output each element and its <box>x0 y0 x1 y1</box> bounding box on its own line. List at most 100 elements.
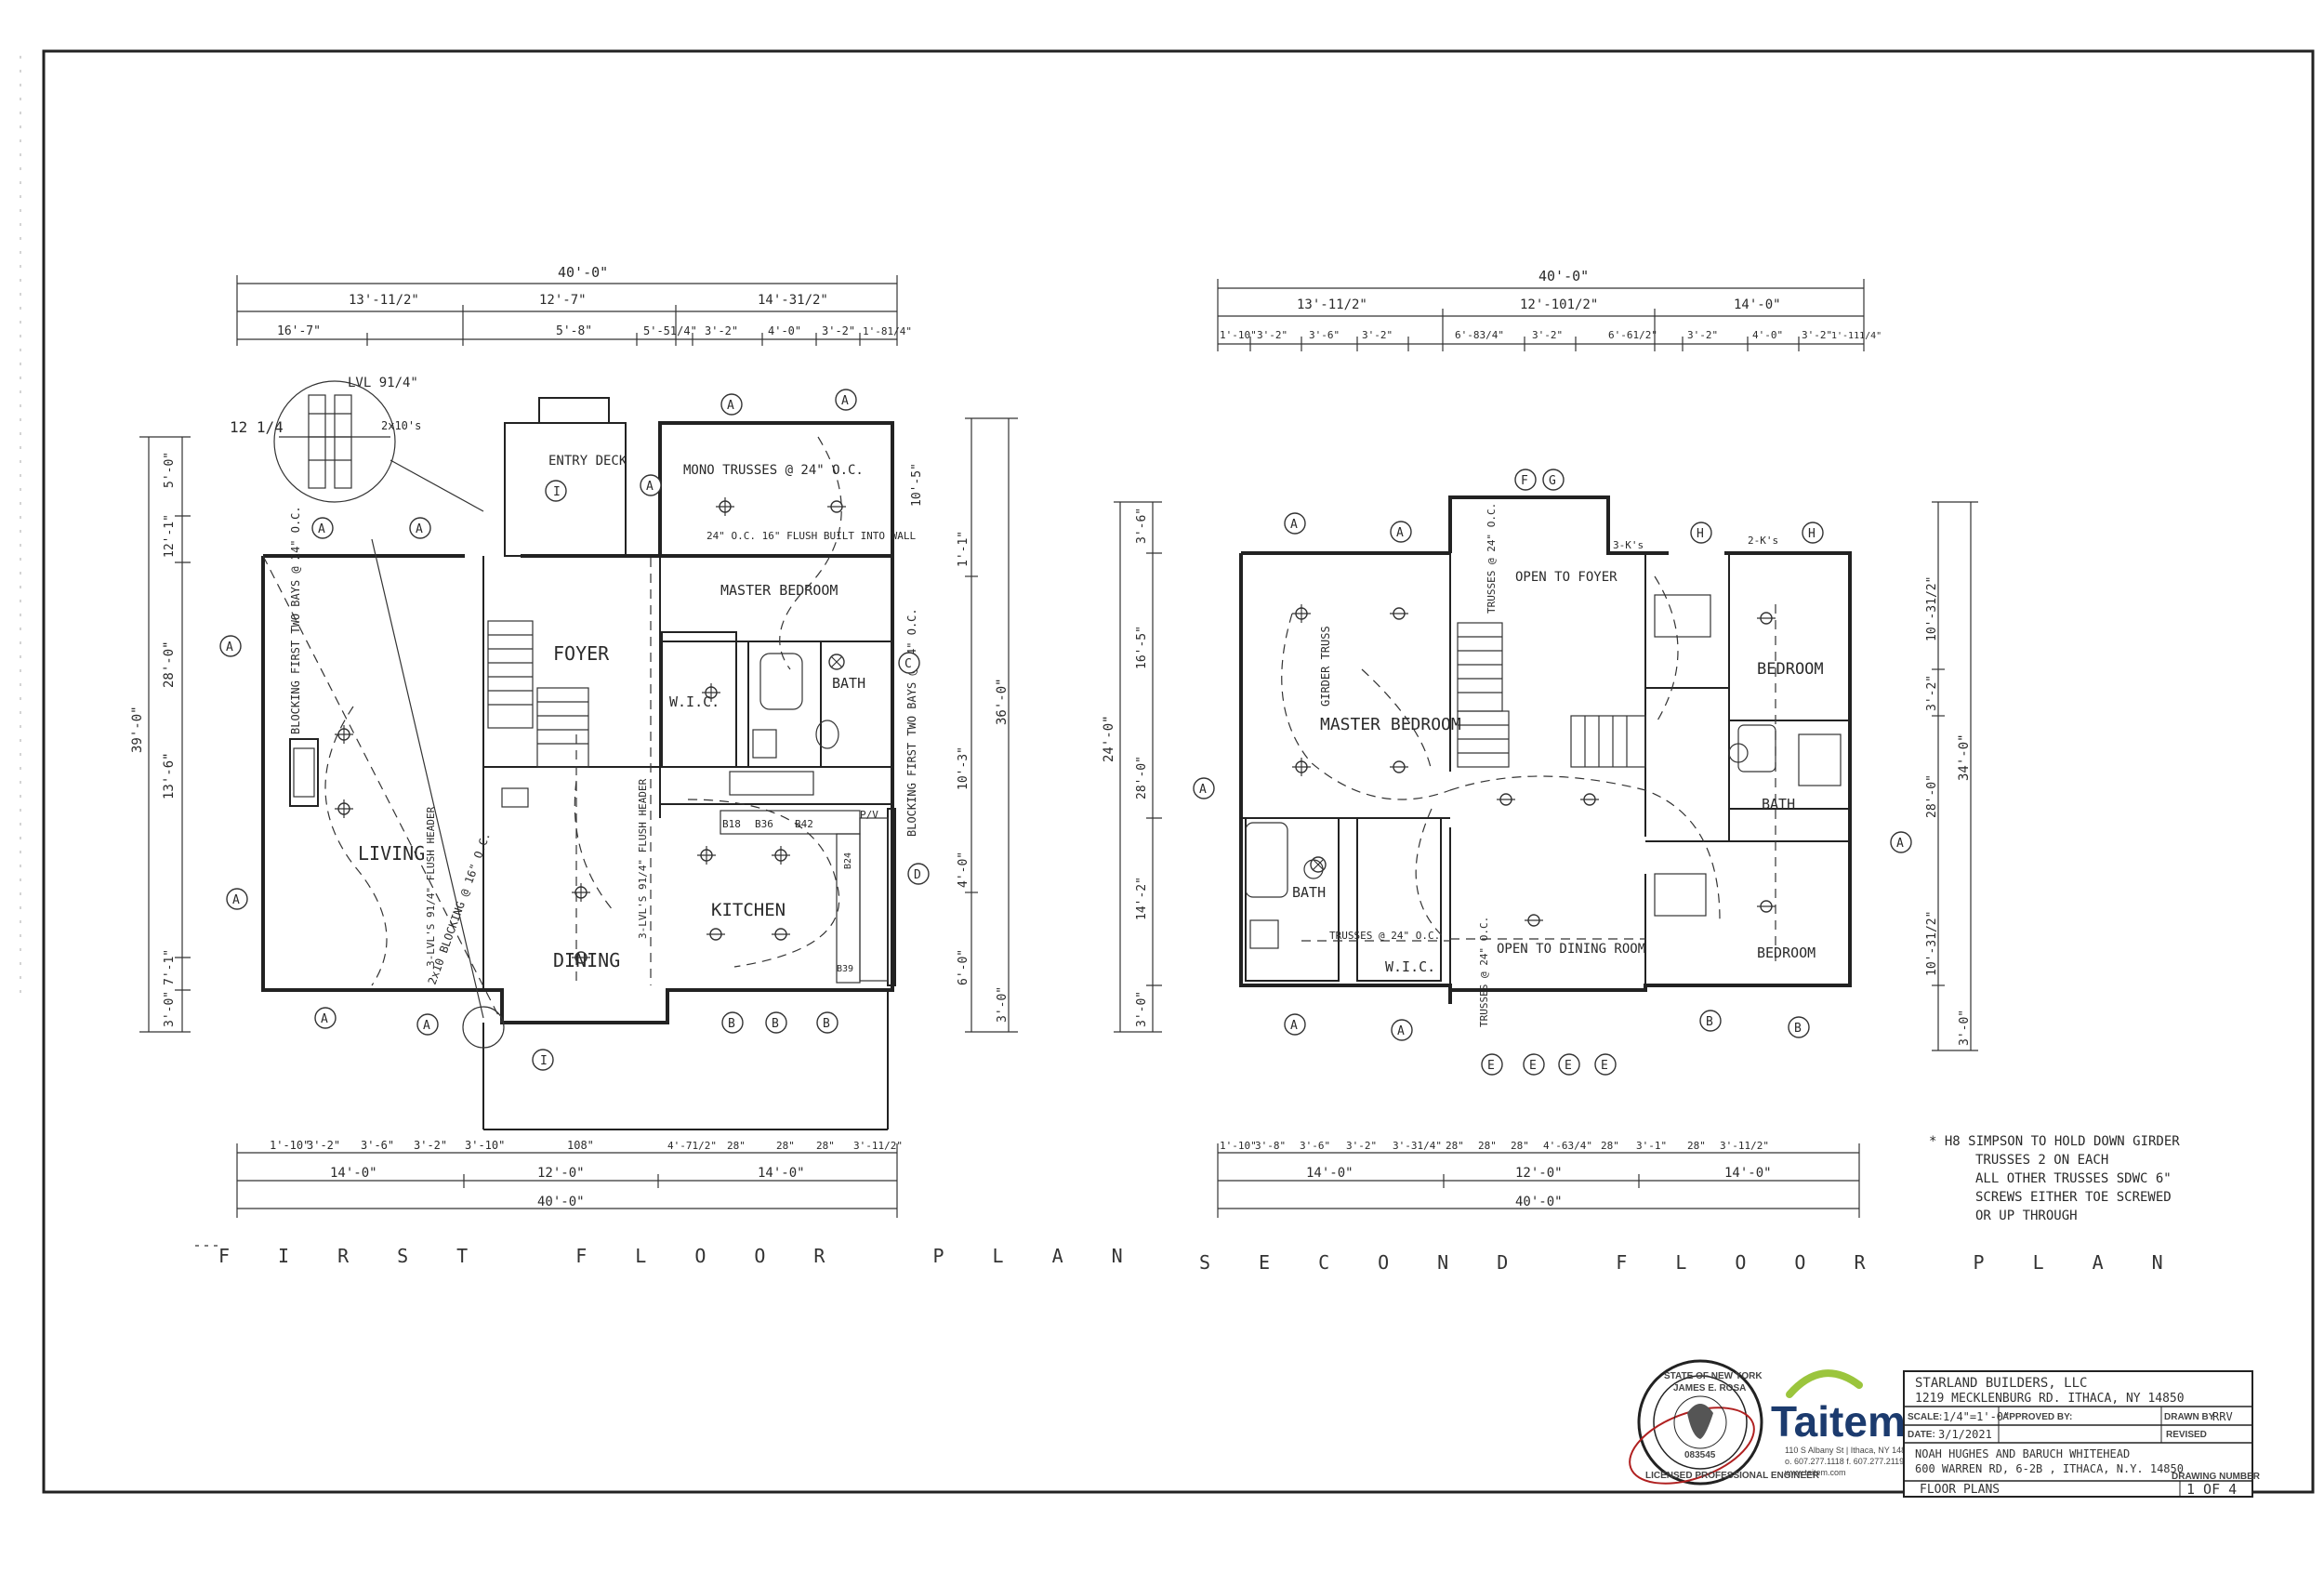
grid-mark: A <box>416 522 423 536</box>
grid-mark: F <box>1521 474 1528 488</box>
dim: 5'-0" <box>163 452 177 488</box>
dim: 16'-5" <box>1135 626 1149 669</box>
first-floor-beams <box>262 436 842 1024</box>
dim: 14'-0" <box>1734 297 1781 312</box>
grid-mark: A <box>646 480 654 494</box>
dim: 28" <box>727 1140 746 1152</box>
dim: 4'-63/4" <box>1543 1140 1592 1152</box>
grid-mark: B <box>1794 1022 1802 1036</box>
mono-trusses-note: MONO TRUSSES @ 24" O.C. <box>683 463 864 478</box>
grid-mark: I <box>540 1054 548 1068</box>
company-phone: o. 607.277.1118 f. 607.277.2119 <box>1785 1457 1904 1466</box>
dim: 3'-1" <box>1636 1140 1667 1152</box>
first-floor-room-labels: LIVING DINING FOYER KITCHEN MASTER BEDRO… <box>358 454 865 971</box>
title-block: STATE OF NEW YORK JAMES E. ROSA LICENSED… <box>1629 1359 2261 1498</box>
grid-mark: B <box>772 1017 779 1031</box>
seal-state: STATE OF NEW YORK <box>1664 1371 1763 1381</box>
dim: 1'-111/4" <box>1831 331 1882 341</box>
first-floor-fixtures <box>335 497 846 964</box>
drawn-by-label: DRAWN BY <box>2164 1412 2215 1422</box>
dim: 24'-0" <box>1102 715 1116 762</box>
blocking-right-note: BLOCKING FIRST TWO BAYS @ 24" O.C. <box>905 608 918 837</box>
dim: 16'-7" <box>277 324 321 338</box>
dim-overall: 40'-0" <box>1538 268 1589 284</box>
dim: 1'-1" <box>957 531 971 567</box>
dim: 1'-10" <box>1220 1140 1257 1152</box>
room-living: LIVING <box>358 842 425 865</box>
dim: 13'-6" <box>162 752 177 799</box>
dim: 108" <box>567 1139 594 1152</box>
room-wic: W.I.C. <box>1385 958 1435 975</box>
date-value: 3/1/2021 <box>1938 1428 1992 1441</box>
first-floor-left-dimensions: 39'-0" 28'-0" 13'-6" 12'-1" 5'-0" 3'-0" … <box>130 436 191 1033</box>
grid-mark: A <box>232 893 240 907</box>
first-floor-walls <box>261 397 896 1130</box>
header-note-2: 3-LVL'S 91/4" FLUSH HEADER <box>637 778 649 939</box>
company-name: Taitem <box>1771 1397 1906 1446</box>
room-bath: BATH <box>1292 884 1326 901</box>
dim: 14'-0" <box>1724 1166 1772 1181</box>
grid-mark: B <box>1706 1015 1713 1029</box>
dim: 6'-61/2" <box>1608 329 1657 341</box>
scale-value: 1/4"=1'-0" <box>1943 1410 2010 1423</box>
client-name: NOAH HUGHES AND BARUCH WHITEHEAD <box>1915 1447 2130 1460</box>
client-address: 600 WARREN RD, 6-2B , ITHACA, N.Y. 14850 <box>1915 1462 2184 1475</box>
second-floor-fixtures <box>1292 604 1776 927</box>
grid-mark: H <box>1808 527 1816 541</box>
grid-mark: E <box>1601 1059 1608 1073</box>
dim: 4'-0" <box>1752 329 1783 341</box>
dim: 10'-31/2" <box>1925 911 1939 976</box>
dim: 28'-0" <box>1925 774 1939 818</box>
dim: 28'-0" <box>162 641 177 688</box>
first-floor-notes: MONO TRUSSES @ 24" O.C. 2x10 BLOCKING @ … <box>289 463 918 986</box>
second-floor-plan: 40'-0" 13'-11/2" 12'-101/2" 14'-0" 1'-10… <box>1102 268 2163 1274</box>
cabinet-label: P/V <box>860 809 878 821</box>
kings-note: 2-K's <box>1748 535 1778 547</box>
cabinet-label: B39 <box>837 964 853 974</box>
logo-swoosh-icon <box>1786 1369 1863 1398</box>
grid-mark: E <box>1565 1059 1572 1073</box>
dim: 3'-6" <box>361 1139 394 1152</box>
grid-mark: A <box>1290 518 1298 532</box>
trusses-note-2: TRUSSES @ 24" O.C. <box>1329 930 1440 942</box>
dim: 3'-2" <box>414 1139 447 1152</box>
room-kitchen: KITCHEN <box>711 900 786 920</box>
dim: 10'-3" <box>957 746 971 790</box>
header-note: 3-LVL'S 91/4" FLUSH HEADER <box>425 806 437 967</box>
dim: 12'-1" <box>163 514 177 558</box>
dim: 12'-0" <box>537 1166 585 1181</box>
grid-mark: D <box>914 868 921 882</box>
dim: 3'-2" <box>1257 329 1287 341</box>
dim: 3'-2" <box>1925 675 1939 711</box>
dim: 13'-11/2" <box>349 293 419 308</box>
sheet-title: FLOOR PLANS <box>1920 1483 2000 1497</box>
dim: 12'-0" <box>1515 1166 1563 1181</box>
dim: 13'-11/2" <box>1297 297 1367 312</box>
grid-mark: E <box>1487 1059 1495 1073</box>
dim: 3'-2" <box>705 324 738 337</box>
note-line: TRUSSES 2 ON EACH <box>1975 1153 2108 1168</box>
dim: 10'-5" <box>910 463 924 507</box>
company-logo: Taitem 110 S Albany St | Ithaca, NY 1485… <box>1771 1369 1915 1477</box>
dim: 28" <box>1446 1140 1464 1152</box>
dim: 7'-1" <box>163 949 177 985</box>
second-floor-stairs <box>1457 622 1646 768</box>
company-address: 110 S Albany St | Ithaca, NY 14850 <box>1785 1446 1915 1455</box>
drawn-by-value: RRV <box>2212 1410 2233 1423</box>
dim: 40'-0" <box>537 1195 585 1209</box>
second-floor-grid-bubbles: A A A A A A B B E E E E F G H H <box>1193 469 1912 1076</box>
dim: 28" <box>1478 1140 1497 1152</box>
first-floor-plan: 40'-0" 13'-11/2" 12'-7" 14'-31/2" 16'-7"… <box>130 264 1123 1267</box>
dim: 10'-31/2" <box>1925 576 1939 641</box>
dim: 14'-31/2" <box>758 293 828 308</box>
grid-mark: A <box>318 522 325 536</box>
flush-note: 24" O.C. 16" FLUSH BUILT INTO WALL <box>706 530 917 542</box>
builder-address: 1219 MECKLENBURG RD. ITHACA, NY 14850 <box>1915 1392 2185 1406</box>
dim: 3'-6" <box>1135 508 1149 544</box>
revised-label: REVISED <box>2166 1430 2207 1440</box>
first-floor-right-dimensions: 36'-0" 10'-3" 4'-0" 6'-0" 3'-0" 1'-1" 10… <box>910 417 1018 1033</box>
dim: 3'-0" <box>163 991 177 1027</box>
grid-mark: A <box>321 1012 328 1026</box>
second-floor-room-labels: MASTER BEDROOM BATH W.I.C. BEDROOM BATH … <box>1292 570 1824 975</box>
